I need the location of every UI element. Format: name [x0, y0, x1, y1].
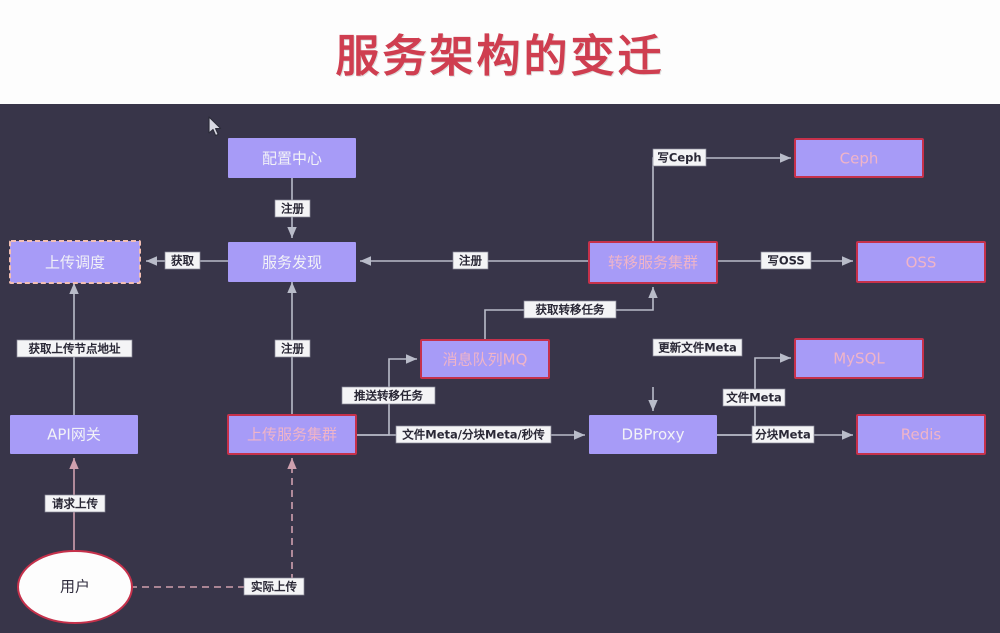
edge-label-discovery-to-scheduler: 获取 — [164, 251, 201, 270]
architecture-diagram: 配置中心 Ceph 上传调度 服务发现 转移服务集群 — [9, 138, 986, 624]
edge-label-mq-to-transfer: 获取转移任务 — [523, 300, 617, 319]
node-oss[interactable]: OSS — [856, 241, 986, 283]
node-upload-scheduler[interactable]: 上传调度 — [9, 240, 141, 284]
svg-text:获取: 获取 — [171, 254, 194, 268]
edge-transfer-to-ceph — [652, 153, 791, 242]
slide-header: 服务架构的变迁 — [0, 0, 1000, 104]
node-service-discovery[interactable]: 服务发现 — [228, 242, 356, 282]
node-transfer-cluster[interactable]: 转移服务集群 — [588, 241, 718, 284]
svg-text:获取转移任务: 获取转移任务 — [536, 303, 605, 317]
edge-label-dbproxy-to-mysql: 文件Meta — [722, 388, 786, 407]
node-api-gateway[interactable]: API网关 — [10, 415, 138, 454]
edge-label-gateway-to-scheduler: 获取上传节点地址 — [16, 339, 133, 358]
svg-text:注册: 注册 — [459, 254, 482, 268]
svg-text:写OSS: 写OSS — [767, 254, 804, 268]
edge-label-layer: 注册 获取 注册 写Ceph 写OSS — [16, 148, 815, 596]
node-ceph[interactable]: Ceph — [794, 138, 924, 178]
svg-text:文件Meta/分块Meta/秒传: 文件Meta/分块Meta/秒传 — [402, 428, 545, 442]
edge-label-user-to-gateway: 请求上传 — [44, 494, 106, 513]
node-layer: 配置中心 Ceph 上传调度 服务发现 转移服务集群 — [9, 138, 986, 624]
edge-label-transfer-to-oss: 写OSS — [760, 251, 812, 270]
edge-label-uploadcluster-to-dbproxy: 文件Meta/分块Meta/秒传 — [395, 425, 552, 444]
edge-label-user-to-uploadcluster: 实际上传 — [243, 577, 305, 596]
svg-text:更新文件Meta: 更新文件Meta — [658, 341, 737, 355]
svg-text:请求上传: 请求上传 — [52, 497, 98, 511]
svg-text:注册: 注册 — [281, 202, 304, 216]
node-redis[interactable]: Redis — [856, 414, 986, 455]
node-mq[interactable]: 消息队列MQ — [420, 339, 550, 379]
svg-text:注册: 注册 — [281, 342, 304, 356]
edge-label-config-to-discovery: 注册 — [274, 199, 311, 218]
svg-text:分块Meta: 分块Meta — [755, 428, 811, 442]
edge-label-dbproxy-to-redis: 分块Meta — [751, 425, 815, 444]
edge-label-uploadcluster-to-discovery: 注册 — [274, 339, 311, 358]
node-dbproxy[interactable]: DBProxy — [589, 415, 717, 454]
svg-text:推送转移任务: 推送转移任务 — [354, 389, 423, 403]
page-title: 服务架构的变迁 — [335, 31, 665, 82]
svg-text:获取上传节点地址: 获取上传节点地址 — [29, 342, 121, 356]
svg-text:文件Meta: 文件Meta — [726, 391, 782, 405]
svg-text:写Ceph: 写Ceph — [657, 151, 701, 165]
svg-text:实际上传: 实际上传 — [251, 580, 297, 594]
node-mysql[interactable]: MySQL — [794, 338, 924, 379]
edge-user-to-uploadcluster — [130, 458, 297, 588]
edge-label-transfer-to-dbproxy: 更新文件Meta — [652, 338, 743, 357]
edge-label-transfer-to-discovery: 注册 — [452, 251, 489, 270]
edge-label-uploadcluster-to-mq: 推送转移任务 — [341, 386, 436, 405]
node-upload-cluster[interactable]: 上传服务集群 — [227, 414, 357, 455]
diagram-canvas: 配置中心 Ceph 上传调度 服务发现 转移服务集群 — [0, 104, 1000, 633]
node-user[interactable]: 用户 — [17, 550, 133, 624]
node-config-center[interactable]: 配置中心 — [228, 138, 356, 178]
edge-label-transfer-to-ceph: 写Ceph — [652, 148, 707, 167]
